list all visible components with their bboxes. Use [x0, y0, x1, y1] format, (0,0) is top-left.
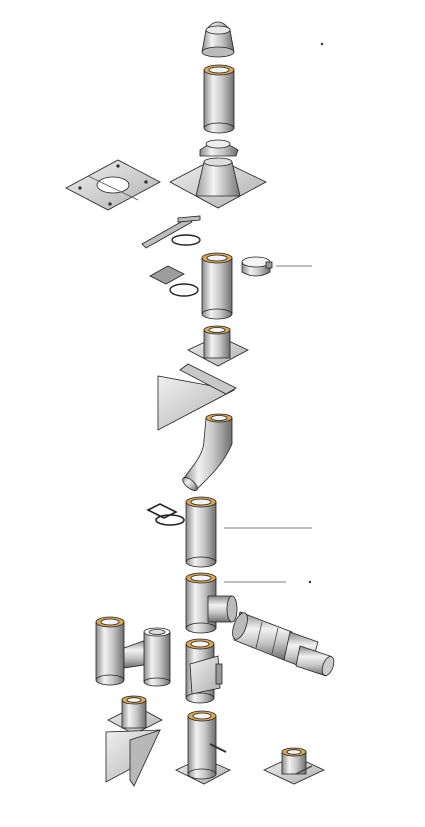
base-support [107, 695, 163, 735]
ceiling-support-plate [65, 159, 161, 211]
tee-cap-section [95, 616, 151, 686]
horizontal-pipe-run [232, 611, 335, 677]
pipe-clamp-band [241, 256, 273, 277]
floor-base-plate [263, 747, 325, 785]
top-pipe-section [203, 64, 235, 134]
wall-band [146, 503, 185, 526]
roof-flashing [169, 157, 267, 209]
wall-band-bracket [141, 215, 201, 249]
storm-collar [199, 139, 239, 157]
leader-dot [320, 42, 324, 46]
wall-support-bracket [157, 363, 237, 431]
firestop-plate [187, 325, 249, 367]
cleanout-tee [185, 638, 223, 704]
rain-cap [201, 21, 235, 58]
tee [185, 572, 238, 634]
support-clamp [149, 265, 199, 297]
triangle-bracket [105, 729, 161, 787]
appliance-adapter [175, 710, 231, 785]
inspection-tee [143, 627, 171, 687]
leader-dot [308, 580, 312, 584]
straight-pipe [185, 496, 217, 568]
pipe-section [201, 252, 233, 320]
elbow [182, 413, 233, 491]
